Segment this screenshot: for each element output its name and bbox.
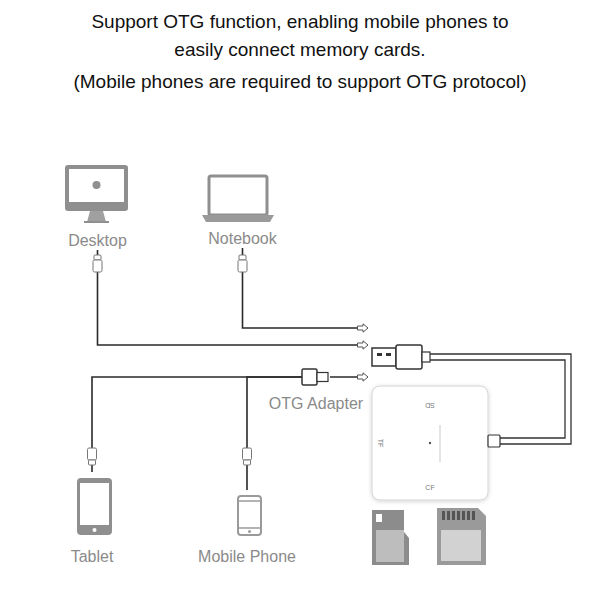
notebook-node: Notebook [195, 168, 290, 248]
phone-node: Mobile Phone [190, 490, 304, 566]
device-label: Notebook [208, 230, 277, 248]
otg-adapter-node: OTG Adapter [302, 369, 330, 385]
cable-line [247, 377, 302, 490]
microsd-card [372, 510, 409, 565]
card-reader-node: SD TF CF [368, 335, 575, 505]
desktop-node: Desktop [55, 160, 140, 250]
phone-icon [238, 496, 261, 535]
usb-plug [372, 345, 430, 369]
slot-label: SD [425, 401, 435, 409]
heading: Support OTG function, enabling mobile ph… [70, 8, 530, 64]
cable-line [98, 250, 369, 345]
cable-plug [88, 255, 252, 465]
sd-card [437, 508, 486, 565]
notebook-icon [202, 176, 274, 222]
tablet-node: Tablet [62, 472, 122, 566]
device-label: Desktop [68, 232, 127, 250]
slot-label: CF [425, 484, 434, 492]
note-text: (Mobile phones are required to support O… [20, 68, 580, 96]
card-reader-body [372, 386, 500, 500]
device-label: Mobile Phone [198, 548, 296, 566]
cable-line [243, 248, 369, 328]
cable-line [92, 377, 302, 472]
device-label: OTG Adapter [268, 395, 364, 413]
device-label: Tablet [71, 548, 114, 566]
otg-adapter-icon [302, 369, 328, 385]
cable-line [330, 376, 368, 378]
slot-label: TF [376, 439, 384, 448]
tablet-icon [77, 478, 112, 535]
desktop-icon [65, 165, 128, 223]
